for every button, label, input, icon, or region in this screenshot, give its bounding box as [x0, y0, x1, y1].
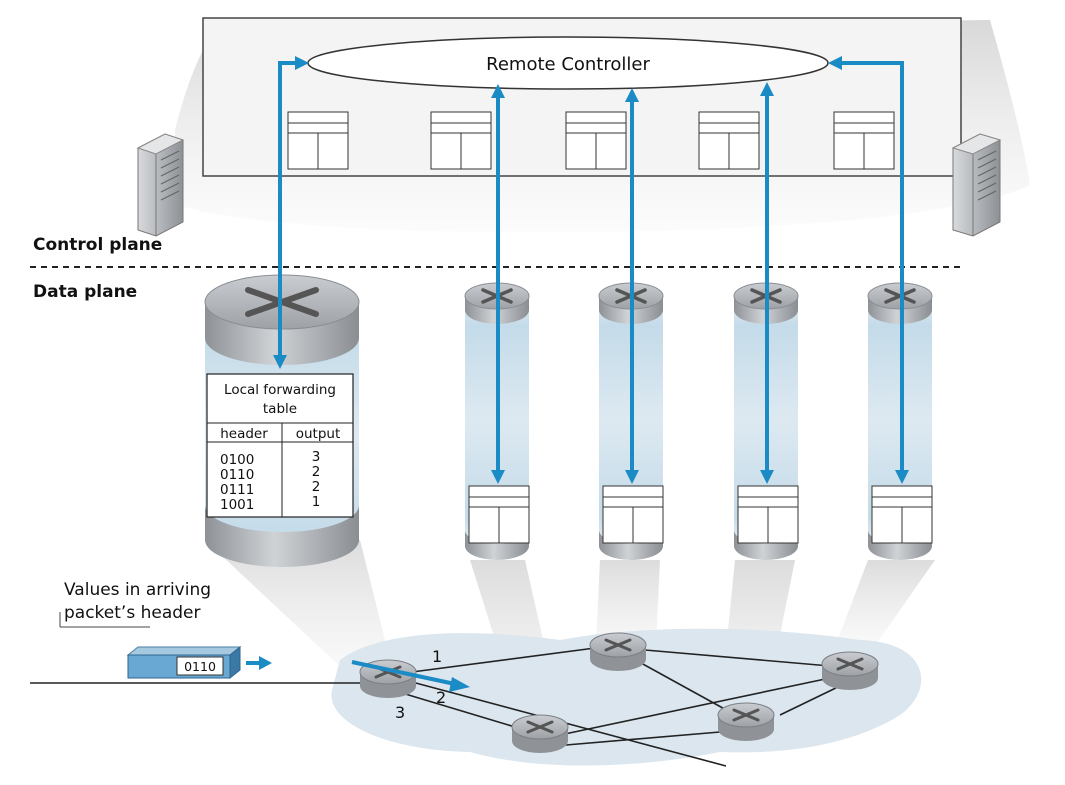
- data-plane-label: Data plane: [33, 282, 137, 302]
- packet-caption-line2: packet’s header: [64, 603, 200, 623]
- arrow-icon: [278, 61, 295, 355]
- forwarding-path-arrow: [351, 660, 470, 692]
- packet-caption-line1: Values in arriving: [64, 580, 211, 600]
- arrow-icon: [491, 470, 505, 484]
- router-node-3: [511, 714, 569, 753]
- router-node-2: [589, 632, 647, 671]
- packet-header-value: 0110: [184, 659, 216, 674]
- router-flow-table-3: [602, 485, 664, 544]
- arrow-icon: [841, 61, 904, 470]
- router-flow-table-2: [468, 485, 530, 544]
- router-icon: [836, 657, 864, 671]
- arriving-packet: 0110: [126, 645, 272, 680]
- table-header-value: 0111: [220, 482, 254, 498]
- router-node-5: [821, 651, 879, 690]
- table-header-value: 0100: [220, 452, 254, 468]
- control-arrows: [273, 56, 909, 484]
- router-icon: [732, 708, 760, 722]
- server-icon: [951, 133, 1002, 237]
- table-col-output: output: [296, 426, 341, 442]
- control-plane-label: Control plane: [33, 235, 162, 255]
- table-output-value: 2: [312, 479, 321, 495]
- local-forwarding-table: Local forwarding table header output 010…: [206, 373, 354, 518]
- arrow-icon: [259, 656, 272, 670]
- table-title-line1: Local forwarding: [224, 382, 336, 398]
- table-header-value: 0110: [220, 467, 254, 483]
- controller-flow-table-1: [287, 111, 349, 170]
- port-label-2: 2: [436, 688, 446, 707]
- arrow-icon: [273, 355, 287, 369]
- table-title-line2: table: [263, 401, 297, 417]
- controller-flow-table-4: [698, 111, 760, 170]
- table-output-value: 1: [312, 494, 321, 510]
- table-header-value: 1001: [220, 497, 254, 513]
- projection-beam: [830, 560, 935, 660]
- projection-beam: [205, 540, 395, 690]
- arrow-icon: [625, 470, 639, 484]
- router-icon: [526, 720, 554, 734]
- arrow-icon: [449, 677, 470, 692]
- router-icon: [604, 638, 632, 652]
- router-flow-table-5: [871, 485, 933, 544]
- arrow-icon: [760, 82, 774, 96]
- arrow-icon: [828, 56, 842, 70]
- arrow-icon: [491, 84, 505, 98]
- table-col-header: header: [220, 426, 268, 442]
- arrow-icon: [760, 470, 774, 484]
- arrow-icon: [295, 56, 309, 70]
- controller-flow-table-3: [565, 111, 627, 170]
- remote-controller-label: Remote Controller: [486, 54, 650, 75]
- router-flow-table-4: [737, 485, 799, 544]
- arrow-icon: [895, 470, 909, 484]
- router-node-4: [717, 702, 775, 741]
- network-links: [30, 647, 843, 767]
- controller-flow-table-2: [430, 111, 492, 170]
- port-label-1: 1: [432, 647, 442, 666]
- arrow-icon: [625, 88, 639, 102]
- table-output-value: 3: [312, 449, 321, 465]
- server-icon: [136, 133, 185, 237]
- table-output-value: 2: [312, 464, 321, 480]
- controller-flow-table-5: [833, 111, 895, 170]
- port-label-3: 3: [395, 703, 405, 722]
